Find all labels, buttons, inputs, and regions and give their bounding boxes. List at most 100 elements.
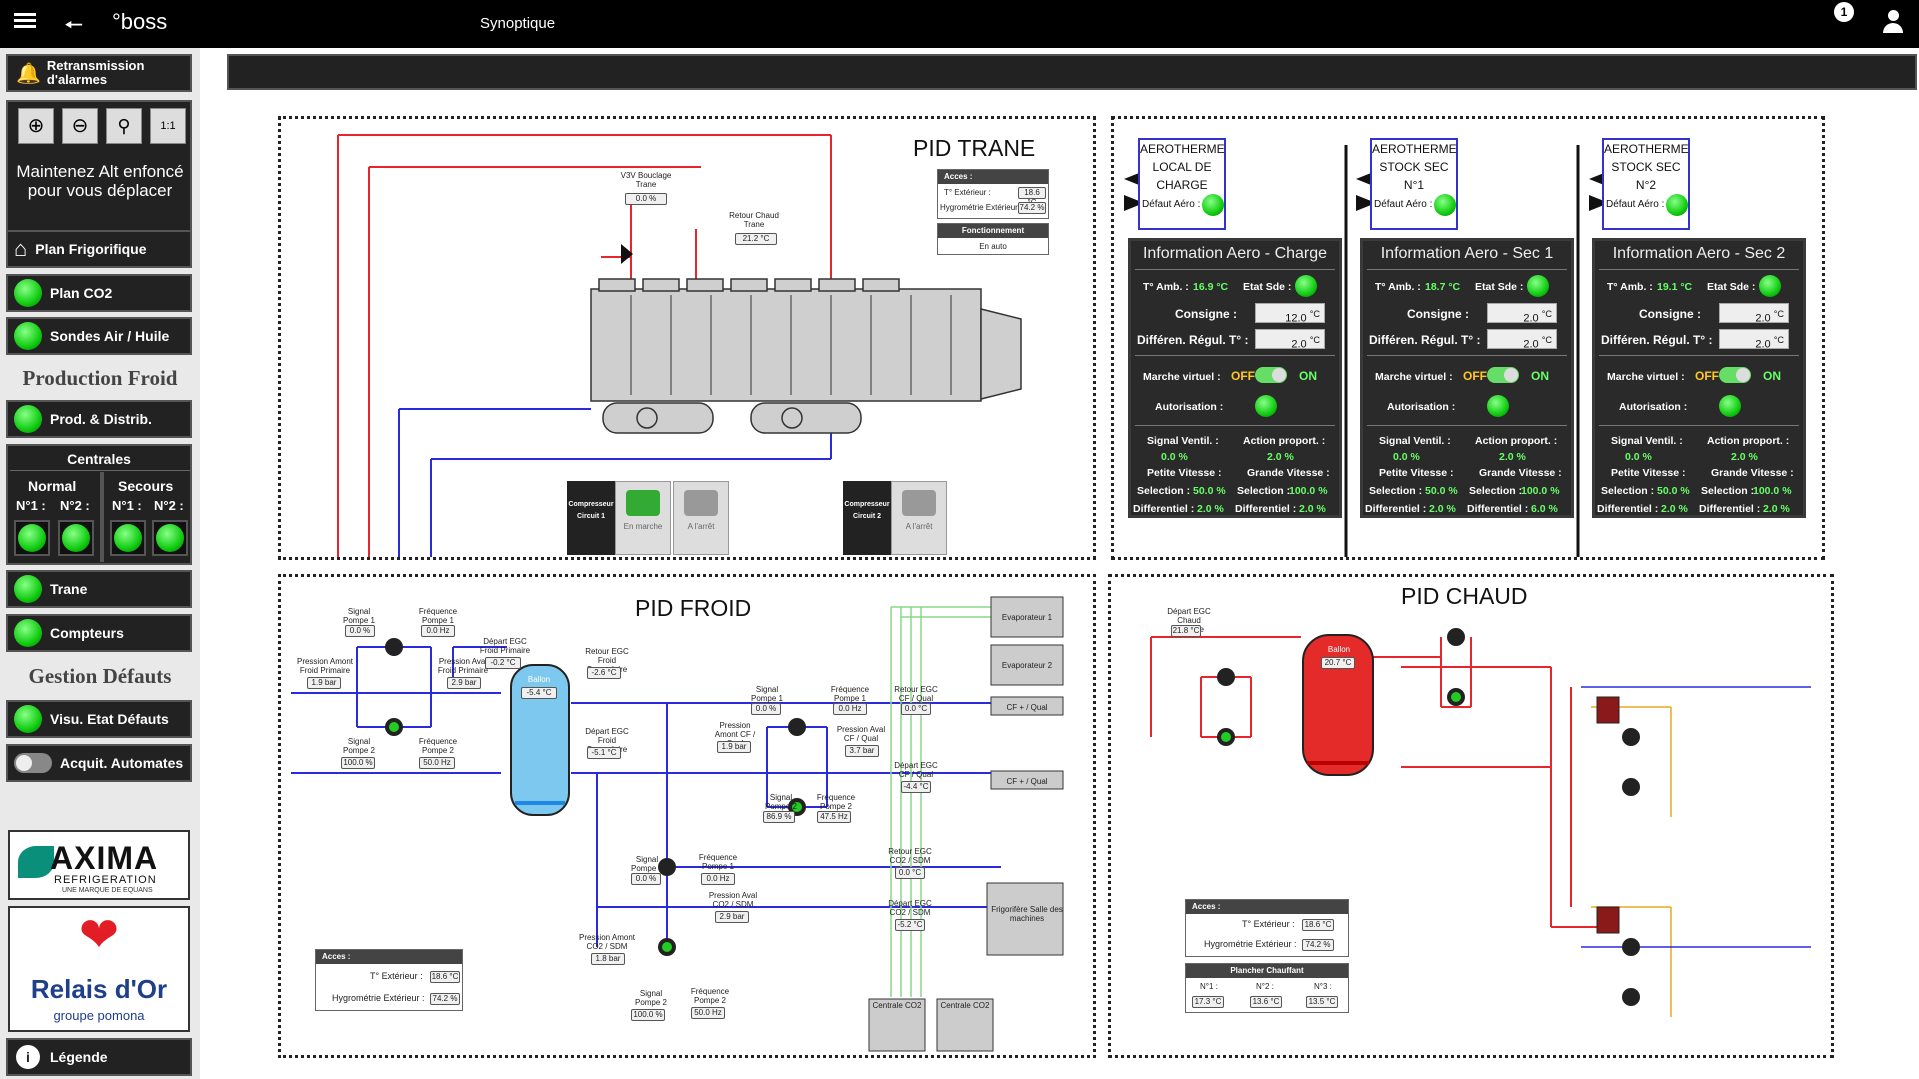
trane-pipes bbox=[337, 134, 1022, 557]
autorisation-led bbox=[1719, 395, 1741, 417]
logo: °boss bbox=[112, 9, 168, 34]
v3v-label: V3V Bouclage Trane bbox=[620, 171, 672, 189]
sidebar: 🔔 Retransmission d'alarmes ⊕ ⊖ ⚲ 1:1 Mai… bbox=[0, 48, 200, 1079]
notification-badge[interactable]: 1 bbox=[1834, 2, 1854, 22]
synoptic-canvas: PID TRANE V3V Bouclage Trane 0.0 % Retou… bbox=[225, 48, 1919, 1079]
defaut-aero-led bbox=[1434, 194, 1456, 216]
marche-virtuel-toggle[interactable] bbox=[1255, 367, 1287, 383]
consigne-input[interactable]: 12.0 °C bbox=[1255, 303, 1325, 325]
header-strip bbox=[227, 54, 1917, 90]
compressor-circuit-2[interactable]: Compresseur Circuit 2 bbox=[843, 481, 891, 555]
centrale-normal-2-led bbox=[58, 520, 94, 556]
consigne-input[interactable]: 2.0 °C bbox=[1487, 303, 1557, 325]
axima-swoosh-icon bbox=[18, 846, 54, 878]
etat-sde-led bbox=[1527, 275, 1549, 297]
differen-input[interactable]: 2.0 °C bbox=[1255, 329, 1325, 351]
compressor-green-icon bbox=[626, 490, 660, 516]
page-title: Synoptique bbox=[480, 15, 556, 32]
chaud-acces-box: Acces : T° Extérieur : 18.6 °C Hygrométr… bbox=[1185, 899, 1349, 957]
compressor-1a[interactable]: En marche bbox=[615, 481, 671, 555]
aero-header: AEROTHERME STOCK SEC N°2 Défaut Aéro : bbox=[1602, 138, 1690, 230]
zoom-hint: Maintenez Alt enfoncé pour vous déplacer bbox=[16, 162, 184, 200]
etat-sde-led bbox=[1295, 275, 1317, 297]
compteurs-button[interactable]: Compteurs bbox=[6, 614, 192, 652]
trane-button[interactable]: Trane bbox=[6, 570, 192, 608]
status-led bbox=[14, 405, 42, 433]
menu-icon[interactable] bbox=[14, 10, 36, 30]
aero-column-sec2: AEROTHERME STOCK SEC N°2 Défaut Aéro : I… bbox=[1482, 0, 1812, 560]
plan-co2-button[interactable]: Plan CO2 bbox=[6, 274, 192, 312]
marche-virtuel-toggle[interactable] bbox=[1487, 367, 1519, 383]
consigne-input[interactable]: 2.0 °C bbox=[1719, 303, 1789, 325]
pid-trane-panel: PID TRANE V3V Bouclage Trane 0.0 % Retou… bbox=[278, 116, 1096, 560]
bell-icon: 🔔 bbox=[16, 62, 41, 85]
pid-froid-panel: PID FROID Signal Pompe 1 0.0 % Fréquence… bbox=[278, 574, 1096, 1058]
status-led bbox=[14, 279, 42, 307]
v3v-valve bbox=[621, 244, 633, 264]
zoom-reset-icon[interactable]: 1:1 bbox=[150, 108, 186, 144]
zoom-panel: ⊕ ⊖ ⚲ 1:1 Maintenez Alt enfoncé pour vou… bbox=[6, 100, 192, 235]
pid-chaud-panel: PID CHAUD Départ EGC Chaud Primaire 21.8… bbox=[1108, 574, 1834, 1058]
relais-dor-logo: ❤ Relais d'Or groupe pomona bbox=[8, 906, 190, 1032]
aero-header: AEROTHERME LOCAL DE CHARGE Défaut Aéro : bbox=[1138, 138, 1226, 230]
compressor-circuit-1[interactable]: Compresseur Circuit 1 bbox=[567, 481, 615, 555]
acquit-automates-button[interactable]: Acquit. Automates bbox=[6, 744, 192, 782]
legende-button[interactable]: i Légende bbox=[6, 1038, 192, 1076]
retour-chaud-value: 21.2 °C bbox=[735, 233, 777, 245]
toggle-switch[interactable] bbox=[14, 753, 52, 773]
defaut-aero-led bbox=[1202, 194, 1224, 216]
pid-chaud-title: PID CHAUD bbox=[1401, 583, 1528, 609]
defaut-aero-led bbox=[1666, 194, 1688, 216]
plan-frigorifique-button[interactable]: ⌂ Plan Frigorifique bbox=[6, 230, 192, 268]
aero-info-box: Information Aero - Sec 1 T° Amb. : 18.7 … bbox=[1360, 238, 1574, 518]
aero-info-box: Information Aero - Charge T° Amb. : 16.9… bbox=[1128, 238, 1342, 518]
zoom-out-icon[interactable]: ⊖ bbox=[62, 108, 98, 144]
froid-acces-box: Acces : T° Extérieur : 18.6 °C Hygrométr… bbox=[315, 949, 463, 1011]
prod-distrib-button[interactable]: Prod. & Distrib. bbox=[6, 400, 192, 438]
user-icon[interactable] bbox=[1883, 10, 1903, 34]
aero-header: AEROTHERME STOCK SEC N°1 Défaut Aéro : bbox=[1370, 138, 1458, 230]
sondes-button[interactable]: Sondes Air / Huile bbox=[6, 317, 192, 355]
pid-froid-title: PID FROID bbox=[635, 595, 752, 621]
differen-input[interactable]: 2.0 °C bbox=[1487, 329, 1557, 351]
pid-trane-title: PID TRANE bbox=[913, 135, 1036, 161]
chaud-pipes bbox=[1150, 628, 1811, 1017]
centrales-panel: Centrales Normal Secours N°1 : N°2 : N°1… bbox=[6, 444, 192, 565]
aero-column-sec1: AEROTHERME STOCK SEC N°1 Défaut Aéro : I… bbox=[1250, 0, 1580, 560]
autorisation-led bbox=[1255, 395, 1277, 417]
compressor-2a[interactable]: A l'arrêt bbox=[891, 481, 947, 555]
section-gestion-defauts: Gestion Défauts bbox=[28, 664, 172, 688]
froid-pipes bbox=[291, 596, 1064, 1052]
top-bar: 🠔 °boss Synoptique 1 bbox=[0, 0, 1919, 48]
visu-etat-defauts-button[interactable]: Visu. Etat Défauts bbox=[6, 700, 192, 738]
back-arrow-icon[interactable]: 🠔 bbox=[64, 12, 84, 37]
differen-input[interactable]: 2.0 °C bbox=[1719, 329, 1789, 351]
status-led bbox=[14, 575, 42, 603]
home-icon: ⌂ bbox=[14, 236, 28, 261]
centrale-secours-2-led bbox=[152, 520, 188, 556]
marche-virtuel-toggle[interactable] bbox=[1719, 367, 1751, 383]
axima-logo: AXIMA REFRIGERATION UNE MARQUE DE EQUANS bbox=[8, 830, 190, 900]
centrale-normal-1-led bbox=[14, 520, 50, 556]
etat-sde-led bbox=[1759, 275, 1781, 297]
compressor-1b[interactable]: A l'arrêt bbox=[673, 481, 729, 555]
heart-logo-icon: ❤ bbox=[78, 909, 120, 962]
status-led bbox=[14, 619, 42, 647]
v3v-value: 0.0 % bbox=[625, 193, 667, 205]
compressor-grey-icon bbox=[902, 490, 936, 516]
alarm-button[interactable]: 🔔 Retransmission d'alarmes bbox=[6, 54, 192, 92]
zoom-fit-icon[interactable]: ⚲ bbox=[106, 108, 142, 144]
fonctionnement-box: Fonctionnement En auto bbox=[937, 223, 1049, 255]
centrale-secours-1-led bbox=[110, 520, 146, 556]
plancher-chauffant-box: Plancher Chauffant N°1 : N°2 : N°3 : 17.… bbox=[1185, 963, 1349, 1013]
trane-acces-box: Acces : T° Extérieur : 18.6 °C Hygrométr… bbox=[937, 169, 1049, 219]
retour-chaud-label: Retour Chaud Trane bbox=[729, 211, 779, 229]
zoom-in-icon[interactable]: ⊕ bbox=[18, 108, 54, 144]
compressor-grey-icon bbox=[684, 490, 718, 516]
section-production-froid: Production Froid bbox=[22, 366, 178, 390]
info-icon: i bbox=[16, 1045, 40, 1069]
status-led bbox=[14, 705, 42, 733]
autorisation-led bbox=[1487, 395, 1509, 417]
aero-info-box: Information Aero - Sec 2 T° Amb. : 19.1 … bbox=[1592, 238, 1806, 518]
status-led bbox=[14, 322, 42, 350]
